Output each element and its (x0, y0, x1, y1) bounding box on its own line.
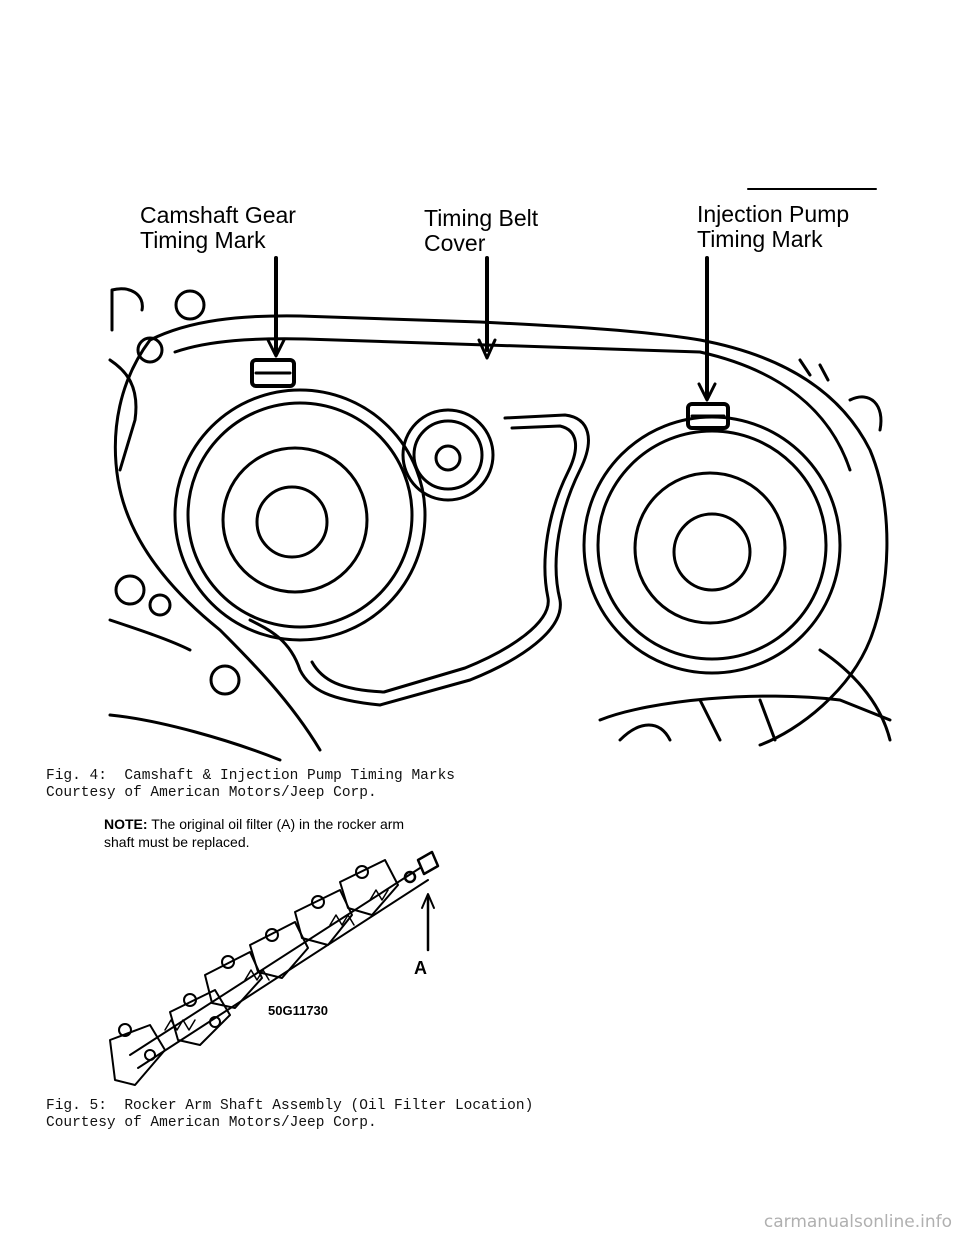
figure-4-credit: Courtesy of American Motors/Jeep Corp. (46, 785, 377, 801)
callout-camshaft-gear: Camshaft Gear (140, 202, 296, 228)
callout-pump-timing-mark: Timing Mark (697, 226, 823, 252)
callout-injection-pump: Injection Pump (697, 201, 850, 227)
figure-5-note: NOTE: The original oil filter (A) in the… (104, 815, 404, 833)
note-text: The original oil filter (A) in the rocke… (147, 816, 405, 832)
timing-belt-cover-illustration (108, 188, 892, 762)
figure-5-note-line2: shaft must be replaced. (104, 834, 250, 850)
callout-camshaft-timing-mark: Timing Mark (140, 227, 266, 253)
figure-4-caption: Fig. 4: Camshaft & Injection Pump Timing… (46, 768, 455, 784)
figure-5-caption: Fig. 5: Rocker Arm Shaft Assembly (Oil F… (46, 1098, 534, 1114)
callout-cover: Cover (424, 230, 486, 256)
figure-5-credit: Courtesy of American Motors/Jeep Corp. (46, 1115, 377, 1131)
note-prefix: NOTE: (104, 816, 148, 832)
callout-timing-belt: Timing Belt (424, 205, 539, 231)
label-a: A (414, 958, 427, 978)
part-code: 50G11730 (268, 1003, 329, 1018)
watermark: carmanualsonline.info (763, 1212, 952, 1232)
